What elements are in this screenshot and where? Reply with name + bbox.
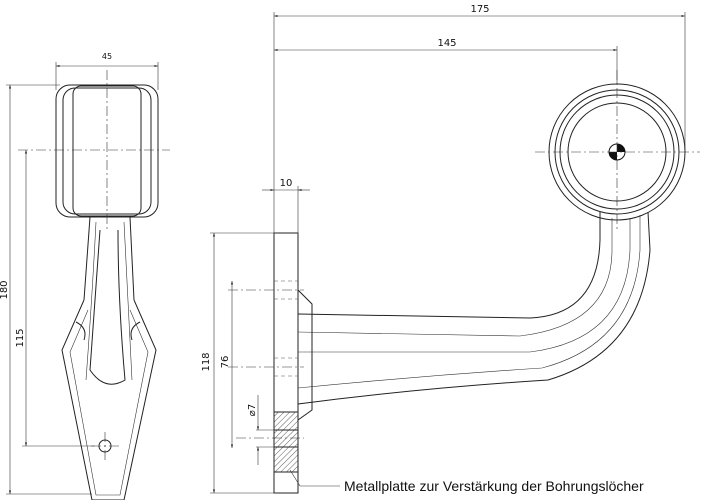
dim-76-label: 76 <box>220 356 231 369</box>
note-leader-line <box>289 469 340 487</box>
side-base-inner <box>69 309 149 496</box>
side-stem-core <box>89 229 126 385</box>
side-stem <box>83 216 135 301</box>
arm-lower-edge <box>297 211 651 405</box>
arm-upper-edge <box>297 212 601 319</box>
dim-175-label: 175 <box>470 4 489 15</box>
dim-7-label: ⌀7 <box>247 404 258 416</box>
front-view: 175 145 10 118 76 ⌀7 Metallplatte zur Ve… <box>201 4 700 494</box>
metal-reinforcement-plate <box>273 411 299 473</box>
dim-145-label: 145 <box>437 38 456 49</box>
arm-inner-edge-2 <box>298 218 631 353</box>
dim-118-label: 118 <box>201 352 212 371</box>
dim-115-label: 115 <box>15 328 26 347</box>
arm-inner-edge-3 <box>297 215 641 389</box>
dim-10-label: 10 <box>280 178 293 189</box>
metal-plate-note: Metallplatte zur Verstärkung der Bohrung… <box>344 478 644 494</box>
dim-180-label: 180 <box>0 280 10 299</box>
mounting-plate <box>273 232 299 494</box>
side-stem-inner <box>85 221 133 381</box>
base-body <box>297 289 313 421</box>
side-base-ribs <box>75 321 141 341</box>
side-base-outer <box>61 299 157 500</box>
arm-inner-edge-1 <box>297 218 613 337</box>
dim-45-label: 45 <box>102 52 112 61</box>
side-view: 45 180 115 <box>0 52 170 500</box>
